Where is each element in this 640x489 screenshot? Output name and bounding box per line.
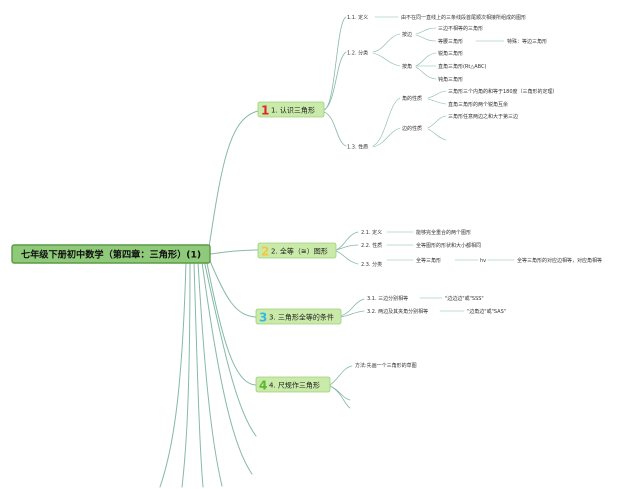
node-1-2-group-bian[interactable]: 按边 bbox=[402, 31, 412, 38]
node-jiao-item-1[interactable]: 锐角三角形 bbox=[438, 50, 463, 57]
connector-side-i1 bbox=[427, 115, 447, 129]
node-jiao-item-3[interactable]: 钝角三角形 bbox=[438, 76, 463, 83]
node-3-1-label[interactable]: 3.1. 三边分别相等 bbox=[367, 295, 408, 302]
root-node-title[interactable]: 七年级下册初中数学（第四章：三角形）(1) bbox=[21, 249, 201, 261]
node-1-3-group-angle[interactable]: 角的性质 bbox=[402, 95, 422, 102]
node-1-3-group-side[interactable]: 边的性质 bbox=[402, 125, 422, 132]
node-2-1-desc[interactable]: 能够完全重合的两个图形 bbox=[416, 229, 471, 236]
branch-node-2-box bbox=[257, 242, 337, 259]
node-side-item-1[interactable]: 三角形任意两边之和大于第三边 bbox=[448, 113, 518, 120]
node-3-2-desc[interactable]: "边角边"或"SAS" bbox=[467, 308, 506, 315]
node-angle-item-2[interactable]: 直角三角形的两个锐角互余 bbox=[448, 101, 508, 108]
connector-b2-2.2 bbox=[335, 244, 359, 251]
connector-root-empty bbox=[193, 261, 204, 488]
branch-node-3-number: 3 bbox=[259, 311, 267, 325]
branch-node-2-label[interactable]: 2. 全等（≅）图形 bbox=[271, 247, 328, 256]
connector-b3-3.1 bbox=[340, 298, 365, 317]
branch-node-4-label[interactable]: 4. 尺规作三角形 bbox=[269, 381, 320, 390]
connector-bybian-i1 bbox=[415, 27, 437, 35]
connector-angle-i1 bbox=[427, 90, 447, 99]
branch-node-1-number: 1 bbox=[261, 104, 269, 118]
node-3-2-label[interactable]: 3.2. 两边及其夹角分别相等 bbox=[367, 308, 428, 315]
node-angle-item-1[interactable]: 三角形三个内角的和等于180度（三角形的定理） bbox=[448, 88, 558, 95]
connector-root-empty bbox=[181, 261, 191, 488]
connector-b3-3.2 bbox=[340, 310, 365, 318]
node-bian-item-2-extra[interactable]: 特殊：等边三角形 bbox=[507, 38, 547, 45]
connector-root-b3 bbox=[207, 255, 257, 318]
node-2-3-desc[interactable]: 全等三角形 bbox=[416, 257, 441, 264]
connector-b4-empty bbox=[329, 385, 351, 409]
connector-1.2-byjiao bbox=[372, 52, 401, 67]
node-jiao-item-2[interactable]: 直角三角形(Rt△ABC) bbox=[438, 63, 486, 70]
connector-angle-i2 bbox=[427, 98, 447, 105]
connector-root-empty bbox=[203, 259, 257, 437]
branch-node-1-box bbox=[257, 101, 325, 118]
connector-root-empty bbox=[201, 261, 253, 475]
node-4-method[interactable]: 方法:先画一个三角形的草图 bbox=[355, 362, 417, 369]
node-3-1-desc[interactable]: "边边边"或"SSS" bbox=[445, 295, 484, 302]
node-1-1-desc[interactable]: 由不在同一直线上的三条线段首尾顺次相接所组成的图形 bbox=[401, 14, 526, 21]
connector-root-b4 bbox=[205, 257, 257, 386]
connector-b4-method bbox=[329, 365, 353, 386]
connector-root-b1 bbox=[207, 110, 259, 255]
connector-b1-1.2 bbox=[323, 51, 347, 111]
node-1-3-label[interactable]: 1.3. 性质 bbox=[347, 144, 368, 151]
connector-root-empty bbox=[197, 261, 223, 487]
connector-b2-2.3 bbox=[335, 250, 359, 265]
branch-node-3-box bbox=[255, 308, 342, 325]
node-1-1-label[interactable]: 1.1. 定义 bbox=[347, 14, 368, 21]
branch-node-1-label[interactable]: 1. 认识三角形 bbox=[271, 106, 315, 115]
connector-1.3-angle bbox=[372, 97, 401, 147]
node-2-2-desc[interactable]: 全等图形的形状和大小都相同 bbox=[416, 242, 481, 249]
connector-byjiao-i3 bbox=[415, 66, 437, 80]
node-1-2-label[interactable]: 1.2. 分类 bbox=[347, 50, 368, 57]
branch-node-3-label[interactable]: 3. 三角形全等的条件 bbox=[269, 313, 334, 322]
connector-root-b2 bbox=[209, 249, 259, 255]
connector-1.2-bybian bbox=[372, 33, 401, 53]
node-2-2-label[interactable]: 2.2. 性质 bbox=[361, 242, 382, 249]
connector-bybian-i2 bbox=[415, 34, 437, 42]
node-bian-item-2[interactable]: 等腰三角形 bbox=[438, 38, 463, 45]
node-1-2-group-jiao[interactable]: 按角 bbox=[402, 63, 412, 70]
node-2-3-label[interactable]: 2.3. 分类 bbox=[361, 261, 382, 268]
branch-node-4-box bbox=[255, 376, 331, 393]
branch-node-2-number: 2 bbox=[261, 245, 269, 259]
connector-root-empty bbox=[159, 261, 187, 488]
connector-1.3-side bbox=[372, 127, 401, 148]
connector-byjiao-i1 bbox=[415, 52, 437, 67]
node-2-3-extra[interactable]: 全等三角形的对应边相等，对应角相等 bbox=[517, 257, 602, 264]
branch-node-4-number: 4 bbox=[259, 379, 267, 393]
connector-b1-1.3 bbox=[323, 111, 347, 147]
node-2-1-label[interactable]: 2.1. 定义 bbox=[361, 229, 382, 236]
node-bian-item-1[interactable]: 三边不相等的三角形 bbox=[438, 25, 483, 32]
connector-b2-2.1 bbox=[335, 231, 359, 251]
connector-b1-1.1 bbox=[323, 16, 347, 111]
root-node-box bbox=[11, 244, 211, 264]
node-2-3-mid[interactable]: hv bbox=[480, 258, 486, 264]
connector-side-i2 bbox=[427, 128, 447, 141]
